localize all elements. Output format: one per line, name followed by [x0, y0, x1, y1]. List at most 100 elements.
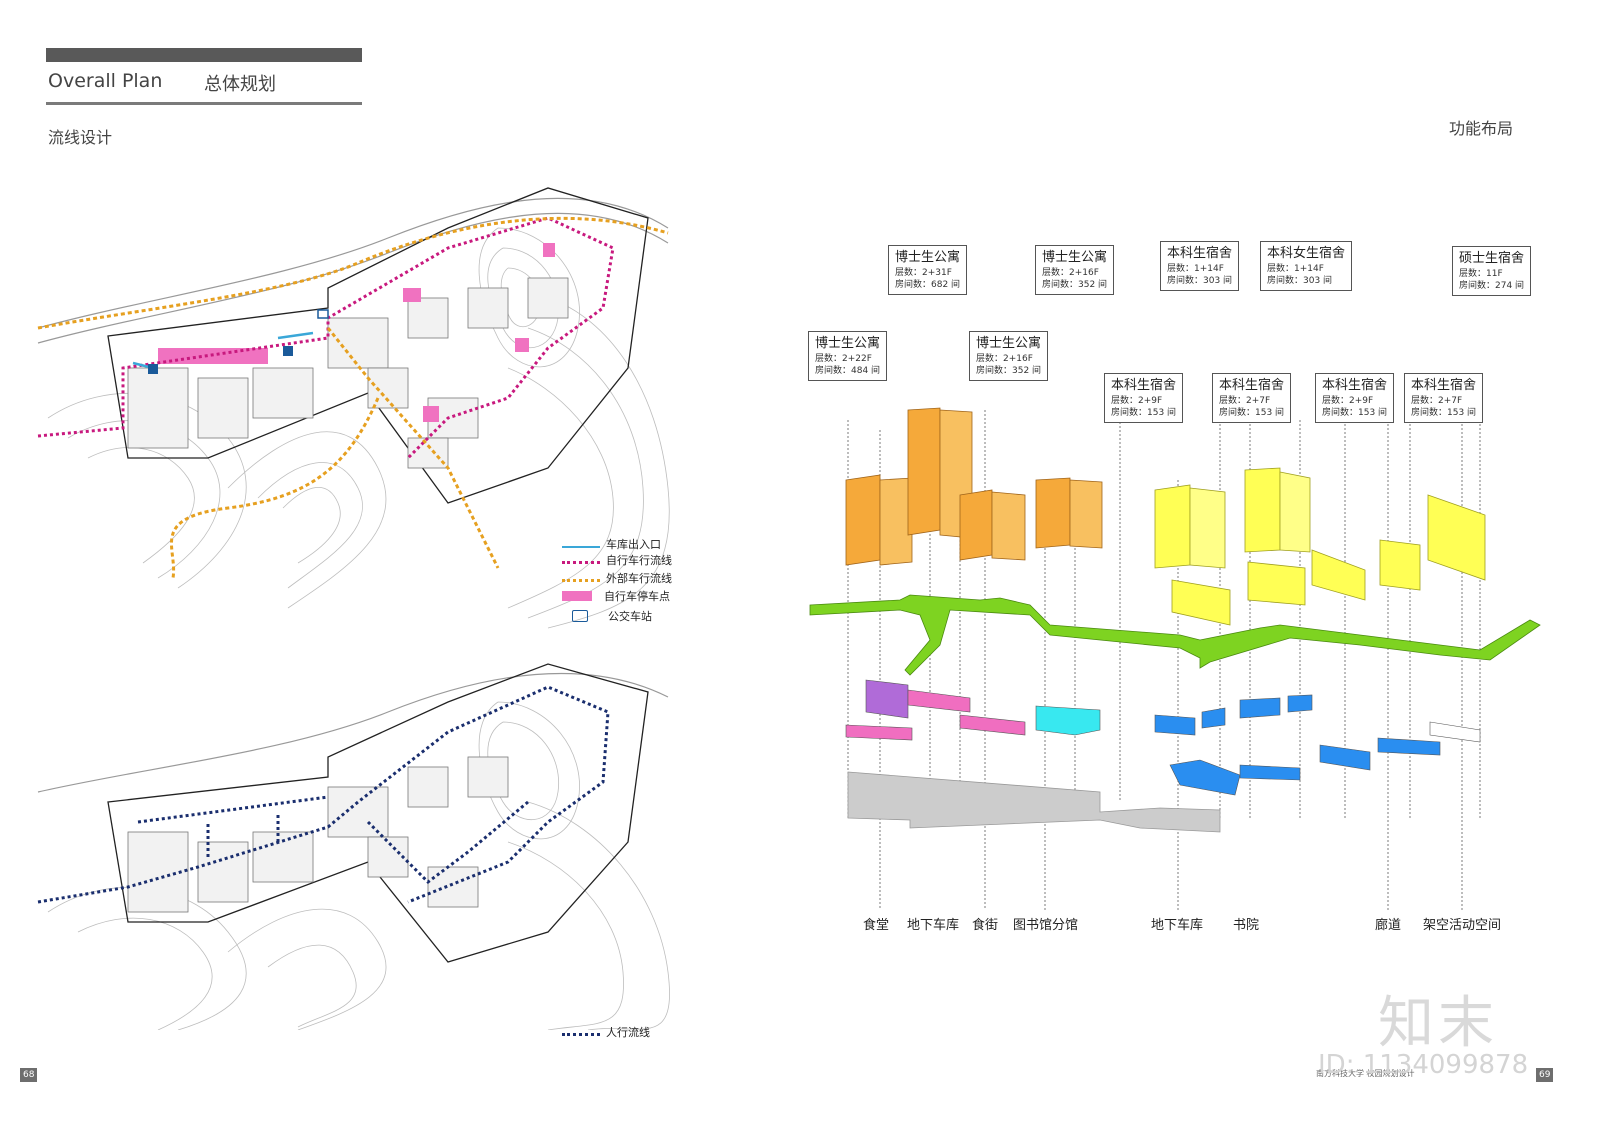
callout-undergrad-female-14f: 本科女生宿舍 层数：1+14F 房间数：303 间 [1260, 241, 1353, 291]
bike-route-swatch [562, 556, 600, 564]
canteen-block [865, 679, 909, 719]
callout-title: 本科生宿舍 [1167, 246, 1233, 261]
callout-master-11f: 硕士生宿舍 层数：11F 房间数：274 间 [1452, 246, 1532, 296]
label-food-street: 食街 [972, 918, 999, 933]
callout-rooms: 房间数：153 间 [1219, 408, 1285, 418]
site-boundary [107, 663, 649, 963]
underground-garage [847, 771, 1221, 833]
legend-label: 人行流线 [606, 1026, 650, 1039]
label-corridor: 廊道 [1375, 918, 1402, 933]
legend-row: 自行车停车点 [562, 588, 670, 604]
external-vehicle-route [37, 216, 669, 330]
undergrad-dorm-blocks [1154, 467, 1486, 626]
callout-phd-16f-b: 博士生公寓 层数：2+16F 房间数：352 间 [969, 331, 1049, 381]
bus-stop-icon [572, 610, 588, 622]
callout-undergrad-9f-b: 本科生宿舍 层数：2+9F 房间数：153 间 [1315, 373, 1395, 423]
callout-title: 博士生公寓 [895, 250, 961, 265]
header-rule [46, 102, 362, 105]
callout-undergrad-7f-b: 本科生宿舍 层数：2+7F 房间数：153 间 [1404, 373, 1484, 423]
external-route-swatch [562, 574, 600, 582]
callout-title: 本科生宿舍 [1322, 378, 1388, 393]
callout-rooms: 房间数：303 间 [1167, 276, 1233, 286]
callout-title: 本科生宿舍 [1411, 378, 1477, 393]
legend-row: 自行车行流线 [562, 552, 672, 568]
callout-rooms: 房间数：484 间 [815, 366, 881, 376]
label-canteen: 食堂 [863, 918, 890, 933]
callout-undergrad-7f-a: 本科生宿舍 层数：2+7F 房间数：153 间 [1212, 373, 1292, 423]
academy-block [1154, 714, 1196, 736]
site-boundary [107, 187, 649, 504]
contour-lines [47, 701, 670, 1030]
footer-text: 南方科技大学 校园规划设计 [1316, 1069, 1415, 1078]
legend-label: 自行车行流线 [606, 554, 672, 567]
callout-title: 硕士生宿舍 [1459, 251, 1525, 266]
bike-route [37, 216, 615, 460]
header-bar [46, 48, 362, 62]
id-watermark: ID: 1134099878 [1318, 1050, 1529, 1080]
legend-label: 自行车停车点 [604, 590, 670, 603]
callout-floors: 层数：2+7F [1219, 396, 1271, 406]
page-title-cn: 总体规划 [204, 74, 276, 95]
callout-phd-31f: 博士生公寓 层数：2+31F 房间数：682 间 [888, 245, 968, 295]
callout-rooms: 房间数：352 间 [1042, 280, 1108, 290]
page-title-en: Overall Plan [48, 70, 163, 92]
callout-floors: 层数：1+14F [1167, 264, 1224, 274]
callout-rooms: 房间数：153 间 [1411, 408, 1477, 418]
legend-label: 公交车站 [608, 610, 652, 623]
callout-floors: 层数：2+9F [1111, 396, 1163, 406]
foodstreet-block [907, 689, 971, 713]
label-underground-garage-2: 地下车库 [1151, 918, 1204, 933]
callout-phd-16f-a: 博士生公寓 层数：2+16F 房间数：352 间 [1035, 245, 1115, 295]
legend-row: 车库出入口 [562, 536, 661, 552]
building-footprints [127, 756, 509, 913]
callout-floors: 层数：2+7F [1411, 396, 1463, 406]
legend-row: 外部车行流线 [562, 570, 672, 586]
circulation-map-bottom [37, 663, 670, 1030]
callout-rooms: 房间数：352 间 [976, 366, 1042, 376]
callout-phd-22f: 博士生公寓 层数：2+22F 房间数：484 间 [808, 331, 888, 381]
callout-floors: 层数：2+31F [895, 268, 952, 278]
callout-title: 本科生宿舍 [1111, 378, 1177, 393]
circulation-map-top [37, 187, 670, 629]
callout-floors: 层数：1+14F [1267, 264, 1324, 274]
callout-floors: 层数：2+9F [1322, 396, 1374, 406]
callout-undergrad-9f-a: 本科生宿舍 层数：2+9F 房间数：153 间 [1104, 373, 1184, 423]
garage-entry-arrow-icon [562, 541, 600, 548]
legend-row: 人行流线 [562, 1024, 650, 1040]
page-number-right: 69 [1536, 1068, 1554, 1082]
callout-rooms: 房间数：682 间 [895, 280, 961, 290]
callout-rooms: 房间数：153 间 [1111, 408, 1177, 418]
callout-floors: 层数：2+16F [1042, 268, 1099, 278]
building-footprints [127, 277, 569, 469]
podium-functions [845, 679, 1481, 796]
callout-title: 博士生公寓 [815, 336, 881, 351]
label-library-branch: 图书馆分馆 [1013, 918, 1079, 933]
bike-parking-swatch [562, 591, 592, 601]
label-academy: 书院 [1233, 918, 1260, 933]
callout-floors: 层数：2+16F [976, 354, 1033, 364]
callout-title: 博士生公寓 [976, 336, 1042, 351]
legend-label: 外部车行流线 [606, 572, 672, 585]
callout-title: 本科女生宿舍 [1267, 246, 1346, 261]
legend-label: 车库出入口 [606, 538, 661, 551]
callout-undergrad-14f: 本科生宿舍 层数：1+14F 房间数：303 间 [1160, 241, 1240, 291]
section-subtitle: 流线设计 [48, 128, 113, 147]
pedestrian-route [37, 685, 610, 904]
function-layout-diagram [809, 407, 1541, 910]
garage-entry-icon [283, 346, 293, 356]
library-block [1035, 705, 1101, 736]
callout-rooms: 房间数：274 间 [1459, 281, 1525, 291]
corridor [809, 594, 1541, 676]
pedestrian-route-swatch [562, 1028, 600, 1036]
garage-entry-icon [148, 364, 158, 374]
phd-apartment-blocks [845, 407, 1103, 566]
page-number-left: 68 [20, 1068, 38, 1082]
function-layout-title: 功能布局 [1449, 119, 1514, 138]
callout-rooms: 房间数：153 间 [1322, 408, 1388, 418]
callout-title: 本科生宿舍 [1219, 378, 1285, 393]
label-underground-garage: 地下车库 [907, 918, 960, 933]
logo-watermark: 知末 [1378, 991, 1498, 1056]
callout-title: 博士生公寓 [1042, 250, 1108, 265]
legend-row: 公交车站 [562, 608, 652, 624]
callout-floors: 层数：11F [1459, 269, 1503, 279]
